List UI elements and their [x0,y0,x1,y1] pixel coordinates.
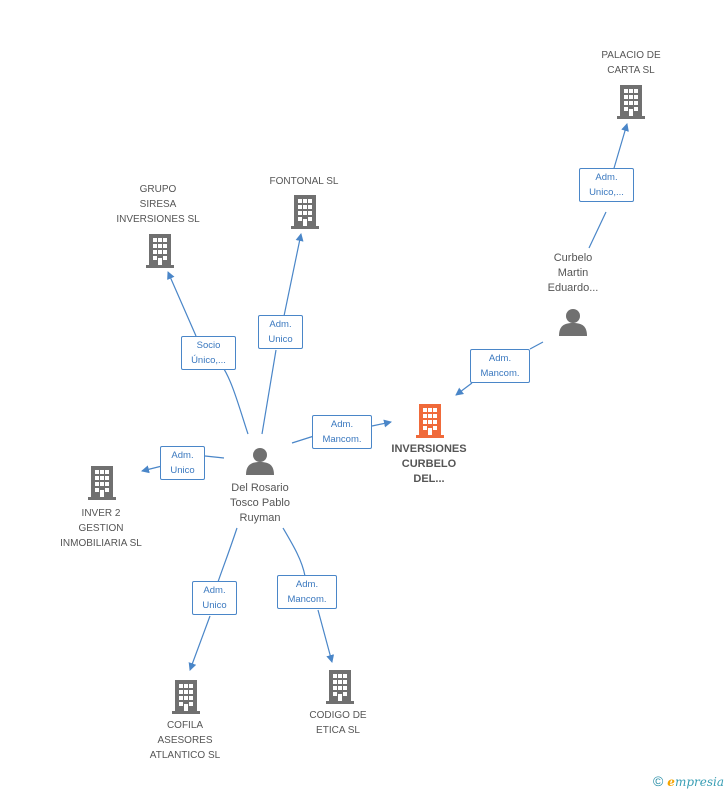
node-label-curbelo[interactable]: Curbelo Martin Eduardo... [547,252,599,294]
edge-label-delrosario-codigo[interactable]: Adm. Mancom. [277,575,337,609]
edge-delrosario-inver2 [142,455,225,471]
node-label-codigo[interactable]: CODIGO DE ETICA SL [309,710,367,736]
node-label-inver2[interactable]: INVER 2 GESTION INMOBILIARIA SL [60,508,142,549]
edge-delrosario-codigo [282,527,332,662]
brand-logo-letter: e [667,775,675,789]
empresia-watermark: ©empresia [653,773,724,789]
edge-label-delrosario-cofila[interactable]: Adm. Unico [192,581,237,615]
edge-label-delrosario-center[interactable]: Adm. Mancom. [312,415,372,449]
building-icon[interactable] [172,680,200,714]
node-label-palacio[interactable]: PALACIO DE CARTA SL [601,50,661,76]
node-label-fontonal[interactable]: FONTONAL SL [269,176,339,187]
building-icon[interactable] [291,195,319,229]
node-label-center[interactable]: INVERSIONES CURBELO DEL... [391,443,467,485]
edge-delrosario-grupo [168,272,249,435]
person-icon[interactable] [246,448,274,475]
building-icon[interactable] [88,466,116,500]
edge-label-delrosario-inver2[interactable]: Adm. Unico [160,446,205,480]
node-label-grupo[interactable]: GRUPO SIRESA INVERSIONES SL [116,184,200,225]
person-icon[interactable] [559,309,587,336]
edge-delrosario-center [291,422,391,444]
edge-label-delrosario-fontonal[interactable]: Adm. Unico [258,315,303,349]
brand-name: mpresia [674,775,724,789]
building-icon[interactable] [146,234,174,268]
edge-label-curbelo-center[interactable]: Adm. Mancom. [470,349,530,383]
edge-delrosario-fontonal [261,234,301,435]
edge-curbelo-center [456,341,544,395]
edge-delrosario-cofila [190,527,238,670]
edge-label-curbelo-palacio[interactable]: Adm. Unico,... [579,168,634,202]
node-label-cofila[interactable]: COFILA ASESORES ATLANTICO SL [149,720,221,761]
building-icon[interactable] [416,404,444,438]
edge-label-delrosario-grupo[interactable]: Socio Único,... [181,336,236,370]
building-icon[interactable] [617,85,645,119]
node-label-delrosario[interactable]: Del Rosario Tosco Pablo Ruyman [230,482,290,524]
copyright-symbol: © [652,773,664,789]
building-icon[interactable] [326,670,354,704]
edge-curbelo-palacio [588,124,627,249]
